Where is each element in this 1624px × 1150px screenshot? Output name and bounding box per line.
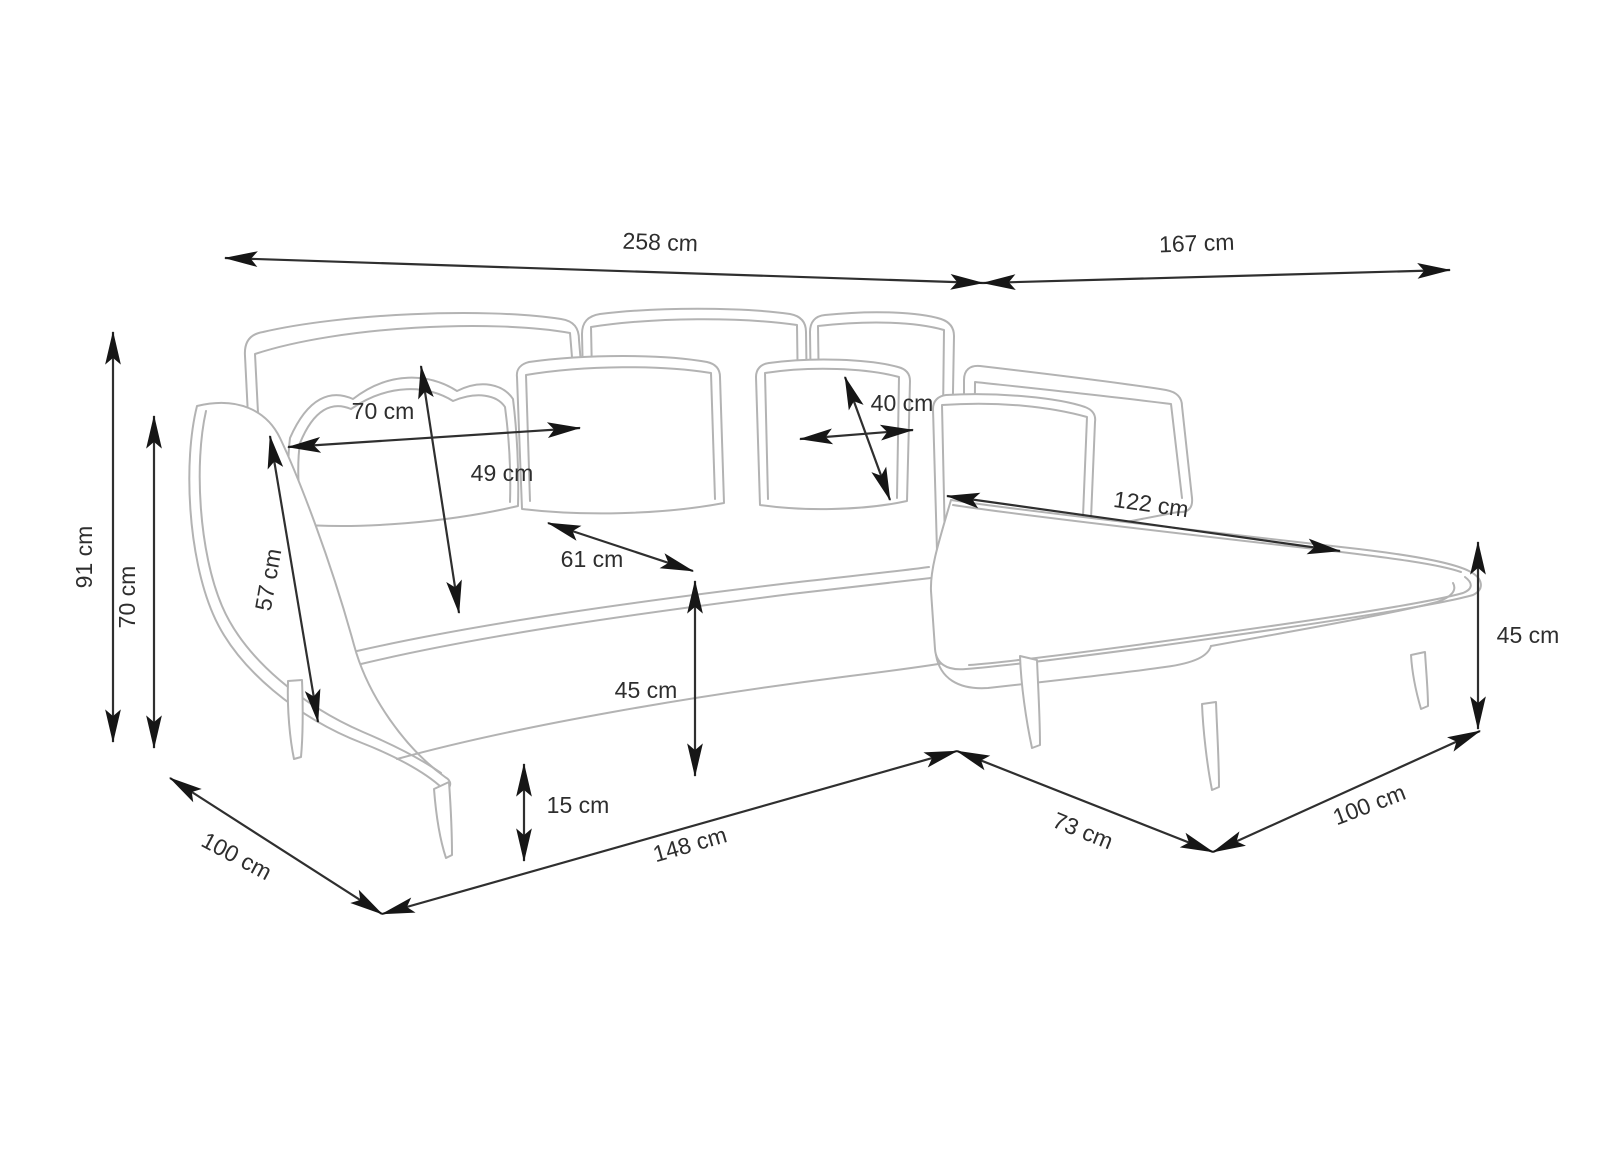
back-cushion-right-piping xyxy=(817,321,945,501)
dim-label-front-left-width: 148 cm xyxy=(650,821,730,867)
dim-label-armrest-height: 70 cm xyxy=(114,566,140,629)
chaise-right-face-bottom xyxy=(1210,582,1456,647)
dim-label-seat-height: 45 cm xyxy=(615,677,678,703)
dim-arrow-front-left-width xyxy=(380,749,959,916)
seat-base-bottom-edge xyxy=(396,660,957,760)
dim-label-left-side-depth: 100 cm xyxy=(197,827,276,885)
dim-arrow-seat-diagonal-depth xyxy=(546,521,695,573)
dim-label-back-pillow-width: 70 cm xyxy=(352,398,415,424)
dim-label-back-height: 91 cm xyxy=(71,526,97,589)
pillow-right-piping xyxy=(941,402,1088,545)
dim-label-corner-front-width: 73 cm xyxy=(1049,807,1117,855)
leg-front-left xyxy=(433,781,453,859)
back-cushion-middle-piping xyxy=(590,318,800,471)
dim-arrow-back-pillow-height xyxy=(418,364,462,615)
pillow-mid-right-piping xyxy=(764,367,900,500)
seat-front-piping-bottom xyxy=(360,577,932,665)
back-cushion-left-piping xyxy=(254,325,582,473)
dim-label-back-pillow-height: 49 cm xyxy=(471,460,534,486)
leg-corner-front xyxy=(1019,655,1041,749)
pillow-mid-left xyxy=(515,355,725,515)
dim-arrow-chaise-length xyxy=(945,492,1342,555)
dim-arrow-corner-front-width xyxy=(955,749,1215,854)
armrest-left-inner-line xyxy=(198,410,442,774)
dim-label-seat-diagonal-depth: 61 cm xyxy=(561,546,624,572)
dim-label-right-section-width: 167 cm xyxy=(1159,229,1235,258)
pillow-mid-left-piping xyxy=(525,366,716,502)
dim-arrow-backrest-slant-depth xyxy=(267,434,321,724)
dim-arrow-right-section-width xyxy=(981,263,1452,290)
chaise-front-face-bottom xyxy=(935,645,1212,690)
dim-arrow-small-pillow-width xyxy=(798,424,915,445)
leg-back-right xyxy=(1201,701,1220,791)
sofa-line-art xyxy=(188,307,1482,859)
leg-back-left xyxy=(286,679,304,760)
chaise-back-cushion-piping xyxy=(973,381,1183,543)
dim-label-small-pillow-size: 40 cm xyxy=(871,390,934,416)
dim-label-chaise-height: 45 cm xyxy=(1497,622,1560,648)
dim-arrow-total-width xyxy=(223,251,985,290)
dimension-lines xyxy=(105,251,1486,916)
dim-label-total-width: 258 cm xyxy=(622,228,698,257)
dim-label-chaise-front-depth: 100 cm xyxy=(1329,779,1409,830)
seat-front-piping-top xyxy=(356,566,930,652)
chaise-seat-top xyxy=(929,499,1482,671)
leg-front-right xyxy=(1410,651,1429,710)
pillow-mid-right xyxy=(755,358,911,511)
dim-arrow-left-side-depth xyxy=(169,777,383,915)
dim-label-ground-clearance: 15 cm xyxy=(547,792,610,818)
dim-arrow-chaise-front-depth xyxy=(1211,729,1482,854)
